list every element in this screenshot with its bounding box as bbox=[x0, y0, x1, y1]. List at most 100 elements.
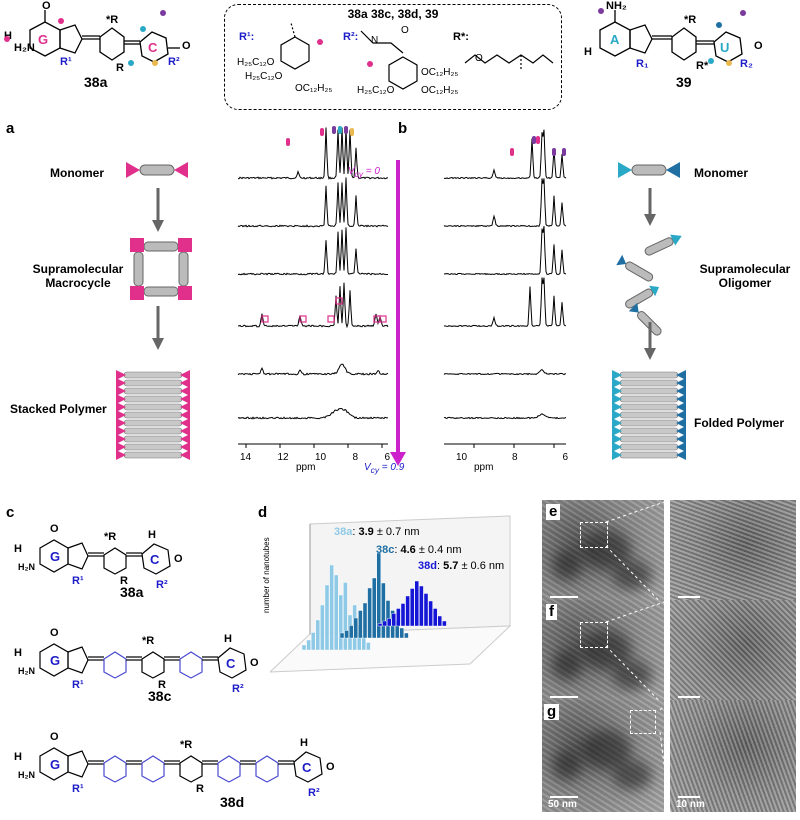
histogram-bar bbox=[381, 582, 386, 639]
tem-image-zoom: 10 nm bbox=[670, 600, 796, 712]
atom-label: R bbox=[196, 783, 204, 795]
panel-b-label: b bbox=[398, 120, 408, 137]
stack-layer bbox=[619, 395, 679, 403]
tem-image-overview: 50 nm bbox=[542, 500, 664, 612]
histogram-bar bbox=[366, 642, 371, 651]
stack-layer bbox=[619, 371, 679, 379]
box-title: 38a 38c, 38d, 39 bbox=[347, 7, 439, 21]
histogram-bar bbox=[362, 602, 368, 639]
nanotube-histogram-chart bbox=[270, 515, 512, 673]
atom-label: R² bbox=[156, 579, 168, 591]
monomer-b-icon bbox=[618, 162, 680, 178]
atom-label: R¹ bbox=[72, 575, 84, 587]
stack-end bbox=[676, 394, 686, 404]
stack-layer bbox=[619, 411, 679, 419]
atom-label: H bbox=[300, 737, 308, 749]
stack-end bbox=[116, 394, 126, 404]
stack-end bbox=[612, 402, 622, 412]
rstar-label: *R bbox=[684, 14, 697, 26]
stack-layer bbox=[123, 435, 183, 443]
atom-label: H₂N bbox=[18, 562, 35, 572]
atom-label: O bbox=[50, 731, 59, 743]
stack-end bbox=[180, 394, 190, 404]
stack-layer bbox=[123, 427, 183, 435]
atom-label: O bbox=[401, 25, 409, 36]
tem-image-zoom: 10 nm bbox=[670, 700, 796, 812]
histogram-bar bbox=[344, 630, 349, 639]
proton-marker bbox=[317, 39, 323, 45]
rstar-label: *R bbox=[106, 14, 119, 26]
atom-label: NH₂ bbox=[606, 0, 627, 12]
atom-label: H bbox=[14, 751, 22, 763]
atom-label: H bbox=[14, 543, 22, 555]
zoom-connector-line bbox=[605, 600, 671, 623]
nmr-trace bbox=[237, 363, 389, 376]
stack-end bbox=[676, 402, 686, 412]
atom-label: O bbox=[326, 761, 335, 773]
rstar-definition-label: R*: bbox=[453, 31, 469, 43]
stack-end bbox=[676, 378, 686, 388]
compound-39-label: 39 bbox=[676, 74, 692, 90]
zoom-region-box bbox=[580, 522, 608, 548]
oligomer-label: Supramolecular Oligomer bbox=[699, 262, 791, 290]
peak-marker-square bbox=[299, 315, 307, 323]
nmr-trace bbox=[237, 227, 388, 276]
monomer-a-icon bbox=[126, 162, 188, 178]
atom-label: O bbox=[50, 523, 59, 535]
ppm-label-left: ppm bbox=[296, 462, 316, 473]
histogram-bar bbox=[409, 588, 415, 627]
proton-marker bbox=[160, 10, 166, 16]
base-c-label: C bbox=[148, 40, 158, 55]
tem-dark-region bbox=[612, 560, 652, 590]
annotation-38a: 38a: 3.9 ± 0.7 nm bbox=[334, 526, 420, 538]
nmr-trace bbox=[237, 282, 389, 329]
histogram-bar bbox=[358, 610, 363, 639]
stacked-polymer-icon bbox=[116, 370, 190, 460]
histogram-bar bbox=[376, 552, 382, 639]
r2-ring bbox=[360, 30, 418, 90]
scale-bar bbox=[678, 696, 700, 698]
atom-label: R² bbox=[308, 787, 320, 799]
arrow-down bbox=[152, 306, 164, 350]
stack-end bbox=[676, 450, 686, 460]
stack-layer bbox=[123, 395, 183, 403]
proton-marker bbox=[708, 58, 714, 64]
scale-bar bbox=[678, 796, 700, 798]
nmr-trace bbox=[237, 407, 389, 420]
stack-layer bbox=[123, 451, 183, 459]
r1-label: R¹ bbox=[60, 56, 72, 68]
vcy-top-label: Vcy = 0 bbox=[348, 166, 380, 179]
atom-label: *R bbox=[142, 635, 154, 647]
stack-end bbox=[612, 378, 622, 388]
r2-definition-label: R²: bbox=[343, 31, 359, 43]
atom-label: *R bbox=[180, 739, 192, 751]
r2-chain: OC₁₂H₂₅ bbox=[421, 85, 459, 96]
stack-layer bbox=[619, 403, 679, 411]
monomer-label-a: Monomer bbox=[50, 166, 104, 180]
chart-ylabel: number of nanotubes bbox=[262, 537, 271, 613]
panel-c-label: c bbox=[6, 504, 15, 521]
peak-marker bbox=[562, 148, 566, 156]
histogram-bar bbox=[339, 632, 345, 639]
histogram-bar bbox=[396, 608, 401, 627]
atom-label: C bbox=[150, 552, 160, 567]
atom-label: O bbox=[475, 53, 483, 64]
proton-marker bbox=[128, 60, 134, 66]
atom-label: R² bbox=[232, 683, 244, 695]
r2-label: R₂ bbox=[740, 58, 753, 70]
tick-label: 8 bbox=[352, 452, 359, 463]
stack-layer bbox=[619, 419, 679, 427]
stack-layer bbox=[123, 371, 183, 379]
rstar-label: R* bbox=[696, 60, 709, 72]
atom-label: O bbox=[754, 40, 763, 52]
peak-marker bbox=[286, 138, 290, 146]
tem-panel-label: f bbox=[546, 604, 557, 620]
r2-chain: OC₁₂H₂₅ bbox=[421, 67, 459, 78]
atom-label: R bbox=[158, 679, 166, 691]
nmr-trace bbox=[443, 368, 567, 376]
atom-label: O bbox=[250, 657, 259, 669]
zoom-connector bbox=[659, 700, 671, 812]
zoom-connector bbox=[605, 500, 671, 612]
histogram-bar bbox=[367, 587, 372, 639]
